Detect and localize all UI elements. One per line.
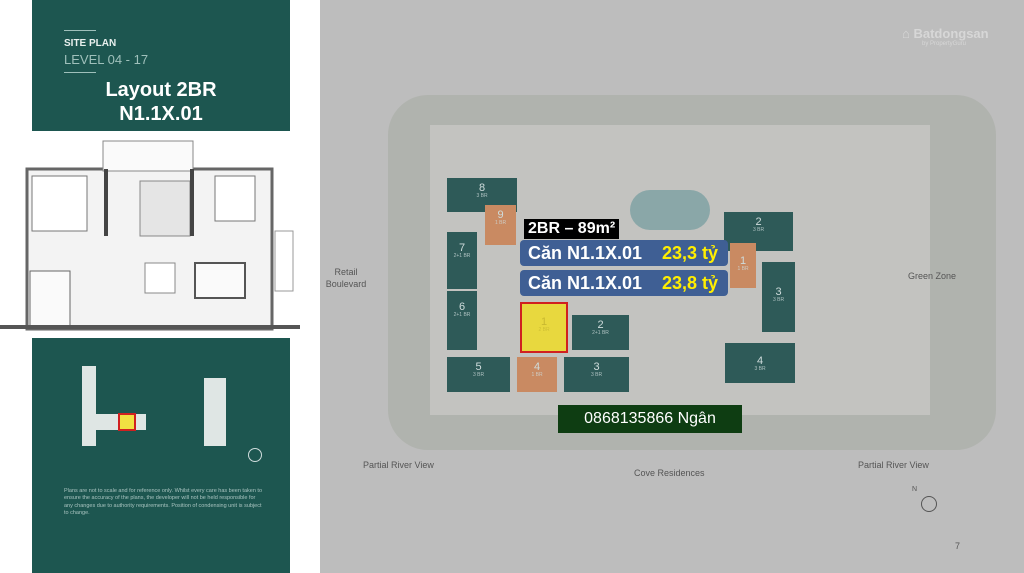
disclaimer: Plans are not to scale and for reference… bbox=[64, 488, 263, 517]
floor-plan-image bbox=[0, 131, 300, 336]
layout-title: Layout 2BR bbox=[105, 79, 217, 101]
label-retail-boulevard: Retail Boulevard bbox=[325, 267, 367, 289]
unit-price: 23,3 tỷ bbox=[662, 242, 719, 263]
label-cove-residences: Cove Residences bbox=[634, 468, 705, 478]
area-label: 2BR – 89m² bbox=[524, 219, 620, 239]
unit-code: N1.1X.01 bbox=[119, 103, 203, 125]
price-row: Căn N1.1X.01 23,8 tỷ bbox=[520, 270, 728, 296]
compass-icon bbox=[921, 496, 937, 512]
pool bbox=[630, 190, 710, 230]
highlighted-unit bbox=[118, 413, 136, 431]
contact-label: 0868135866 Ngân bbox=[558, 405, 742, 433]
unit-name: Căn N1.1X.01 bbox=[528, 242, 643, 263]
price-row: Căn N1.1X.01 23,3 tỷ bbox=[520, 240, 728, 266]
compass-icon bbox=[248, 448, 262, 462]
watermark-logo: ⌂ Batdongsan by PropertyGuru bbox=[902, 26, 989, 47]
watermark-icon: ⌂ bbox=[902, 26, 910, 41]
key-plan bbox=[82, 366, 162, 446]
unit-name: Căn N1.1X.01 bbox=[528, 272, 643, 293]
level-label: LEVEL 04 - 17 bbox=[64, 52, 149, 67]
label-partial-river-view-right: Partial River View bbox=[858, 460, 929, 470]
north-label: N bbox=[912, 486, 918, 493]
label-partial-river-view-left: Partial River View bbox=[363, 460, 434, 470]
unit-price: 23,8 tỷ bbox=[662, 272, 719, 293]
page-number: 7 bbox=[955, 541, 961, 551]
site-plan-label: SITE PLAN bbox=[64, 38, 117, 49]
title-panel: SITE PLAN LEVEL 04 - 17 Layout 2BR N1.1X… bbox=[32, 0, 290, 131]
key-plan-panel: Plans are not to scale and for reference… bbox=[32, 338, 290, 573]
label-green-zone: Green Zone bbox=[908, 271, 957, 281]
